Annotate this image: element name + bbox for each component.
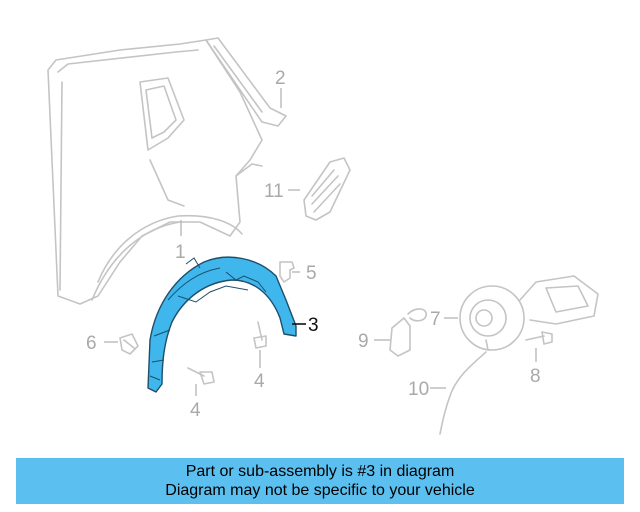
callout-9: 9 [358, 331, 369, 352]
leader-lines [104, 88, 537, 396]
fastener-6 [119, 333, 139, 355]
bracket [389, 308, 427, 357]
screw-4b [253, 321, 267, 349]
callout-2: 2 [275, 68, 286, 89]
screw-4a [187, 367, 215, 385]
callout-4-center: 4 [254, 371, 265, 392]
callout-11: 11 [264, 181, 284, 202]
callout-3: 3 [308, 315, 319, 336]
release-cable [439, 351, 487, 435]
callout-4-left: 4 [190, 400, 201, 421]
callout-10: 10 [408, 379, 429, 400]
callout-labels: 1 2 3 4 4 5 6 7 8 9 10 11 [86, 68, 541, 421]
screw-8 [525, 331, 553, 345]
pillar-trim [205, 37, 287, 127]
callout-1: 1 [175, 242, 186, 263]
banner-line-2: Diagram may not be specific to your vehi… [165, 482, 475, 499]
fuel-door-assembly [459, 275, 599, 351]
info-banner: Part or sub-assembly is #3 in diagram Di… [16, 458, 624, 504]
callout-6: 6 [86, 333, 97, 354]
vent-grille [303, 157, 351, 221]
quarter-panel [47, 39, 263, 305]
banner-line-1: Part or sub-assembly is #3 in diagram [185, 463, 455, 480]
callout-5: 5 [306, 263, 317, 284]
fastener-5 [279, 261, 295, 283]
wheelhouse-liner[interactable] [147, 256, 297, 393]
callout-8: 8 [530, 366, 541, 387]
callout-7: 7 [430, 309, 441, 330]
